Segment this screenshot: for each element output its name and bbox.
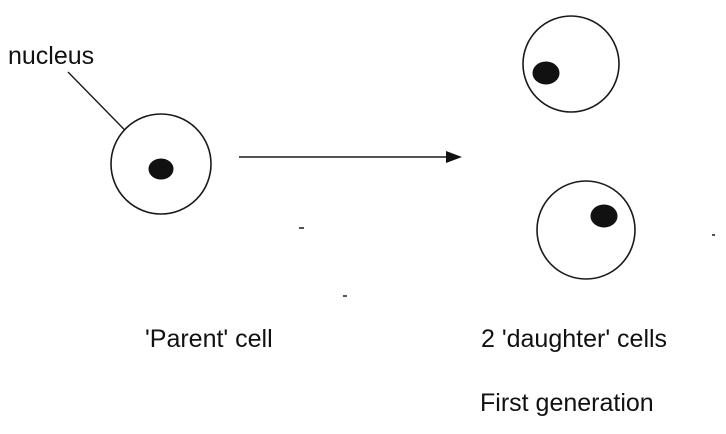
parent-nucleus xyxy=(148,158,174,180)
daughter-nucleus-top xyxy=(532,61,560,85)
parent-cell-label: 'Parent' cell xyxy=(145,325,273,353)
scan-speck xyxy=(299,227,304,229)
daughter-cell-bottom xyxy=(536,180,636,280)
nucleus-label: nucleus xyxy=(8,42,95,70)
division-arrow-head xyxy=(446,151,462,163)
generation-label: First generation xyxy=(480,389,654,417)
daughter-cell-top xyxy=(522,15,620,113)
daughter-cells-label: 2 'daughter' cells xyxy=(481,325,668,353)
scan-speck xyxy=(712,234,715,236)
daughter-nucleus-bottom xyxy=(590,204,618,228)
scan-speck xyxy=(343,295,347,297)
